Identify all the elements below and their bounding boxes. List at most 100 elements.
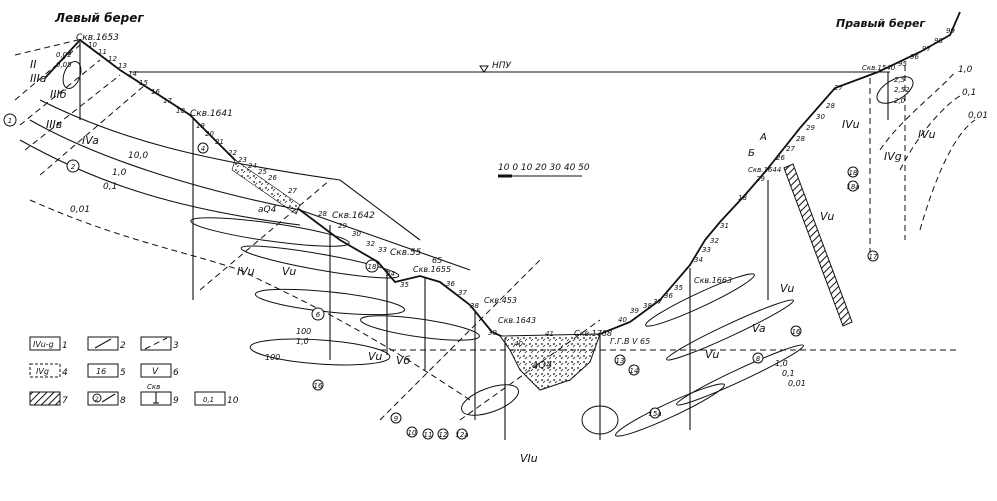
- point-label: 97: [922, 45, 931, 53]
- ggv-label: Г.Г.В V 65: [610, 337, 650, 346]
- point-label: 12: [108, 55, 117, 63]
- point-label: 19: [196, 122, 205, 130]
- zone-label: Vu: [820, 210, 834, 223]
- point-label: 27: [834, 84, 843, 92]
- point-label: 40: [514, 340, 523, 348]
- circled-number: 6: [311, 307, 325, 321]
- legend-sample: 0,1: [203, 396, 214, 404]
- circled-label: 10: [408, 429, 417, 437]
- npu-label: НПУ: [492, 61, 512, 71]
- zone-label: IIIa: [30, 72, 47, 85]
- legend-sample: V: [152, 367, 159, 377]
- circled-number: 12: [437, 428, 449, 440]
- circled-label: 15a: [648, 410, 661, 418]
- point-label: 35: [400, 281, 409, 289]
- point-label: 10: [88, 41, 97, 49]
- point-label: 39: [488, 329, 497, 337]
- circled-number: 15a: [648, 407, 662, 419]
- zone-label: aQ4: [258, 205, 277, 215]
- circled-number: 17: [867, 250, 879, 262]
- legend-number: 6: [173, 368, 179, 378]
- point-label: 36: [664, 292, 673, 300]
- borehole-label: Скв.1788: [574, 329, 612, 338]
- legend-sample: 2: [95, 396, 99, 403]
- legend-item-4: IVg 4: [29, 363, 68, 378]
- circled-number: 4: [197, 142, 209, 154]
- circled-label: 9: [394, 415, 399, 423]
- zone-label: II: [30, 58, 37, 71]
- circled-number: 2: [66, 159, 80, 173]
- circled-number: 9: [390, 412, 402, 424]
- point-label: 20: [205, 130, 214, 138]
- legend-sample: Скв: [147, 383, 160, 391]
- point-label: 14: [128, 70, 137, 78]
- circled-label: 16: [792, 328, 801, 336]
- well-value: 2,5: [894, 76, 906, 84]
- contour-label: 0,01: [968, 111, 988, 121]
- circled-number: 18: [365, 259, 379, 273]
- zone-label: aQ4: [532, 360, 552, 371]
- contour-label: 1,0: [112, 168, 127, 178]
- point-label: 21: [215, 138, 224, 146]
- point-label: 41: [545, 330, 554, 338]
- section-mark: Б: [748, 148, 755, 159]
- point-label: 30: [352, 230, 361, 238]
- point-label: 28: [826, 102, 835, 110]
- point-label: 31: [720, 222, 729, 230]
- circled-number: 1: [3, 113, 17, 127]
- contour-label: 0,01: [788, 379, 806, 388]
- circled-label: 13: [616, 357, 625, 365]
- borehole-label: Скв.453: [484, 296, 517, 305]
- point-label: 36: [446, 280, 455, 288]
- circled-label: 4: [201, 145, 205, 153]
- legend-sample: IVg: [36, 367, 49, 376]
- circled-label: 18a: [846, 183, 859, 191]
- legend-number: 9: [173, 396, 179, 406]
- point-label: 34: [386, 270, 395, 278]
- borehole-label: Скв.55: [390, 248, 422, 258]
- legend-sample: 16: [96, 367, 106, 376]
- borehole-label: Скв.1644: [748, 166, 781, 174]
- surface-points-right: 40 39 38 37 36 35 34 33 32 31 18 29 26 2…: [618, 27, 955, 324]
- legend-item-2: 2: [87, 336, 126, 351]
- point-label: 18: [176, 107, 185, 115]
- point-label: 26: [776, 154, 785, 162]
- scale-bar: 10 0 10 20 30 40 50: [498, 163, 590, 178]
- point-label: 30: [816, 113, 825, 121]
- borehole-label: Скв.1655: [413, 265, 451, 274]
- left-bank-title: Левый берег: [54, 11, 144, 25]
- legend-number: 4: [62, 368, 68, 378]
- point-label: 99: [946, 27, 955, 35]
- zone-label: Vu: [780, 282, 794, 295]
- zone-label: Vб: [396, 354, 411, 367]
- legend-item-10: 0,1 10: [194, 391, 239, 406]
- zone-label: IIIв: [46, 118, 62, 131]
- legend-number: 5: [120, 368, 126, 378]
- zone-labels: II IIIa IIIб IIIв IVa IVu Vu Vu Vб Vu Vu…: [30, 58, 936, 465]
- zone-label: VIu: [520, 452, 538, 465]
- contour-label: 10,0: [128, 151, 148, 161]
- point-label: 24: [248, 162, 257, 170]
- point-label: 98: [934, 37, 943, 45]
- circled-label: 14: [630, 367, 639, 375]
- zone-label: IVu: [918, 128, 936, 141]
- point-label: 27: [288, 187, 297, 195]
- point-label: 16: [151, 88, 160, 96]
- point-label: 38: [470, 302, 479, 310]
- legend-number: 2: [120, 341, 126, 351]
- circled-number: 16: [790, 325, 802, 337]
- legend-number: 10: [227, 396, 239, 406]
- point-label: 40: [618, 316, 627, 324]
- point-label: 23: [238, 156, 247, 164]
- circled-number: 11: [422, 428, 434, 440]
- point-label: 34: [694, 256, 703, 264]
- surface-points-left: 10 11 12 13 14 15 16 17 18 19 20 21 22 2…: [88, 41, 554, 348]
- circled-label: 18: [368, 263, 377, 271]
- point-label: 32: [366, 240, 375, 248]
- point-label: 29: [756, 175, 765, 183]
- circled-number: 13: [614, 354, 626, 366]
- scale-label: 10 0 10 20 30 40 50: [498, 163, 590, 173]
- circled-number: 10: [406, 426, 418, 438]
